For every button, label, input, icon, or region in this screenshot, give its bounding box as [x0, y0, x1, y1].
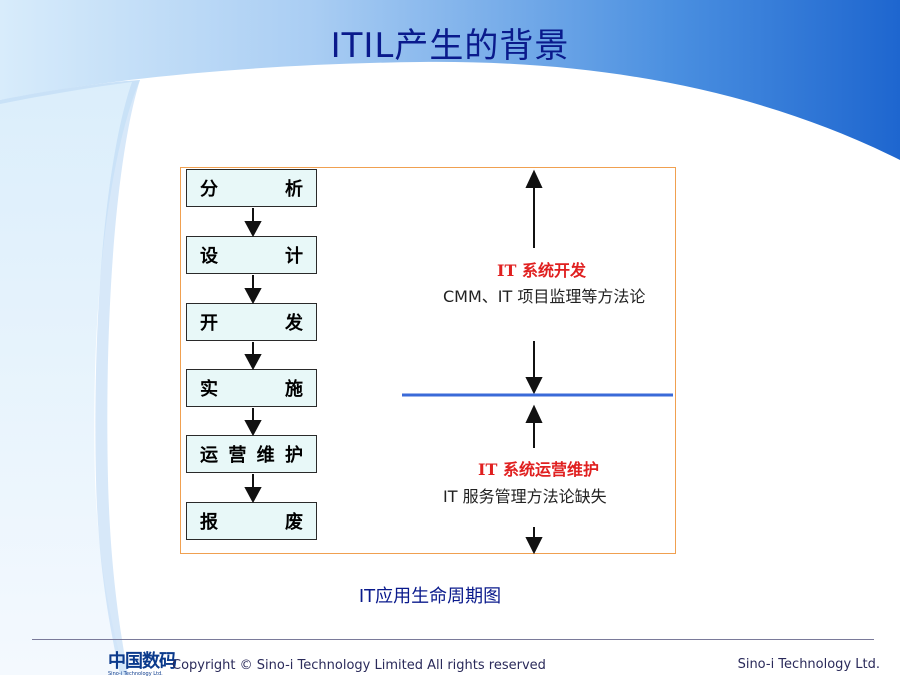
down-arrow-icon [244, 474, 262, 504]
stage-development: 开 发 [186, 303, 317, 341]
stage-operations: 运 营 维 护 [186, 435, 317, 473]
operations-description: IT 服务管理方法论缺失 [443, 487, 607, 506]
up-arrow-icon [525, 169, 543, 248]
down-arrow-icon [244, 342, 262, 371]
operations-title: IT 系统运营维护 [478, 460, 599, 479]
stage-char: 分 [200, 179, 218, 200]
development-description: CMM、IT 项目监理等方法论 [443, 287, 646, 306]
company-name: Sino-i Technology Ltd. [737, 657, 880, 672]
stage-char: 发 [285, 313, 303, 334]
stage-char: 护 [284, 445, 303, 466]
stage-char: 营 [228, 445, 247, 466]
company-logo: 中国数码 Sino-i Technology Ltd. [108, 647, 177, 677]
stage-char: 实 [200, 379, 218, 400]
stage-char: 计 [285, 246, 303, 267]
lifecycle-diagram-frame [180, 167, 676, 554]
logo-subtext: Sino-i Technology Ltd. [108, 671, 163, 677]
stage-char: 报 [200, 512, 218, 533]
down-arrow-icon [244, 275, 262, 305]
down-arrow-icon [525, 341, 543, 395]
development-title: IT 系统开发 [497, 261, 586, 280]
down-arrow-icon [244, 208, 262, 238]
stage-char: 运 [200, 445, 218, 466]
copyright-text: Copyright © Sino-i Technology Limited Al… [172, 658, 546, 673]
stage-retirement: 报 废 [186, 502, 317, 540]
diagram-caption: IT应用生命周期图 [358, 586, 502, 607]
stage-char: 开 [200, 313, 218, 334]
stage-char: 设 [200, 246, 218, 267]
stage-implementation: 实 施 [186, 369, 317, 407]
logo-mark: 中国数码 [108, 651, 177, 672]
down-arrow-icon [525, 527, 543, 555]
stage-char: 维 [256, 445, 275, 466]
stage-design: 设 计 [186, 236, 317, 274]
stage-analysis: 分 析 [186, 169, 317, 207]
stage-char: 析 [285, 179, 303, 200]
page-title: ITIL产生的背景 [330, 26, 570, 66]
stage-char: 施 [285, 379, 303, 400]
stage-char: 废 [285, 512, 303, 533]
up-arrow-icon [525, 404, 543, 448]
down-arrow-icon [244, 408, 262, 437]
footer-divider [32, 639, 874, 640]
